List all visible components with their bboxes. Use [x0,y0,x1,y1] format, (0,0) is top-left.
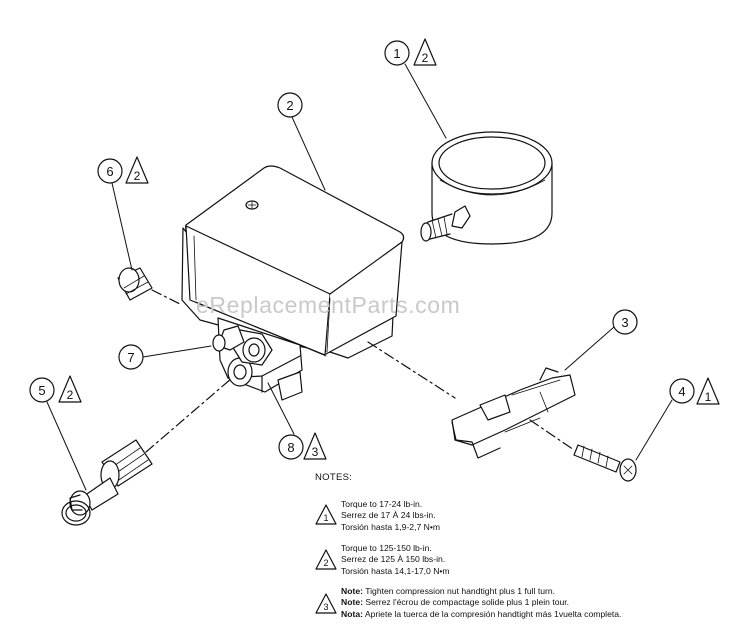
plug-fitting [117,267,183,306]
note-1-icon-number: 1 [323,513,328,523]
note-3-icon-number: 3 [323,602,328,612]
note-2: Torque to 125-150 lb-in. Serrez de 125 À… [341,543,450,577]
note-3-line-2: Note: Serrez l'écrou de compactage solid… [341,597,570,608]
pressure-gauge [420,131,553,245]
callout-4-triangle: 1 [705,390,712,404]
callout-5-number: 5 [38,383,45,398]
pressure-switch [181,165,405,401]
callout-1-number: 1 [393,46,400,61]
note-2-triangle-icon [315,549,337,570]
callout-8-triangle: 3 [312,445,319,459]
note-2-line-1: Torque to 125-150 lb-in. [341,543,432,553]
note-1: Torque to 17-24 lb-in. Serrez de 17 À 24… [341,499,440,533]
note-1-line-2: Serrez de 17 À 24 lbs-in. [341,510,436,521]
note-1-line-1: Torque to 17-24 lb-in. [341,499,423,509]
callout-8-number: 8 [287,440,294,455]
callout-4-number: 4 [678,384,685,399]
note-3-triangle-icon [315,593,337,614]
note-2-line-3: Torsión hasta 14,1-17,0 N•m [341,565,450,576]
note-1-triangle-icon [315,504,337,525]
callout-5-triangle: 2 [67,388,74,402]
callout-2-number: 2 [286,98,293,113]
callout-6-triangle: 2 [134,169,141,183]
note-3-line-3: Nota: Apriete la tuerca de la compresión… [341,608,622,619]
unloader-valve [367,341,576,459]
safety-valve [61,377,233,526]
callout-3-number: 3 [621,315,628,330]
screw [529,419,637,482]
note-1-line-3: Torsión hasta 1,9-2,7 N•m [341,521,441,532]
note-2-icon-number: 2 [323,558,328,568]
callout-1-triangle: 2 [422,51,429,65]
callout-6-number: 6 [106,164,113,179]
note-3-line-1: Note: Tighten compression nut handtight … [341,586,556,596]
watermark-text: eReplacementParts.com [196,292,461,318]
callout-7-number: 7 [127,350,134,365]
notes-title: NOTES: [315,472,353,483]
note-2-line-2: Serrez de 125 À 150 lbs-in. [341,554,446,565]
